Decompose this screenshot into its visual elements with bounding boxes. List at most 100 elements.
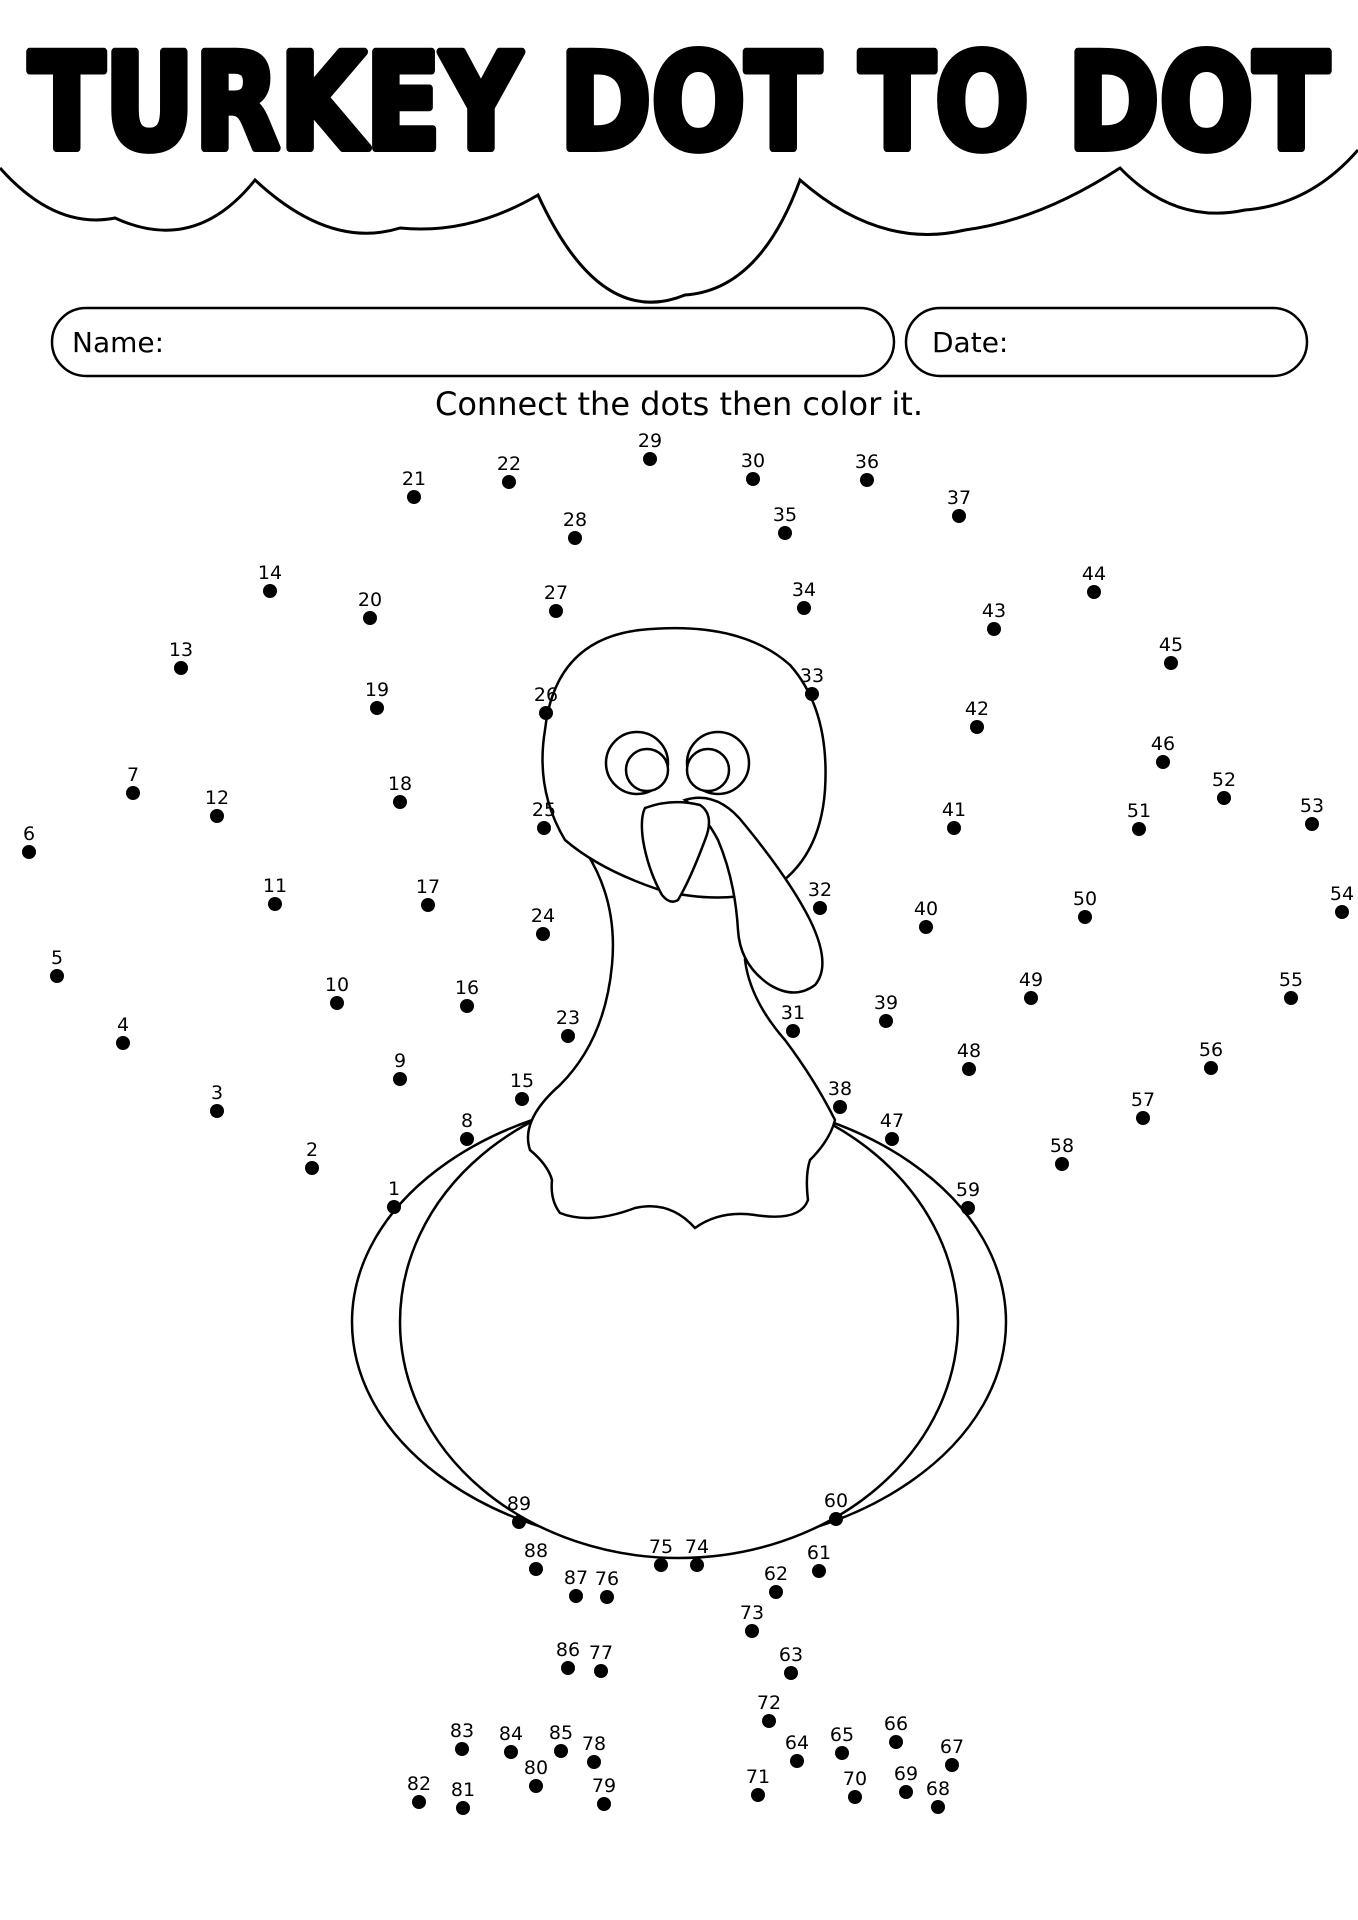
dot-label-44: 44 [1082, 563, 1106, 585]
dot-24 [536, 927, 550, 941]
dot-label-42: 42 [965, 698, 989, 720]
dot-4 [116, 1036, 130, 1050]
dot-label-66: 66 [884, 1713, 908, 1735]
cloud-banner [0, 149, 1358, 304]
dot-label-82: 82 [407, 1773, 431, 1795]
dot-label-15: 15 [510, 1070, 534, 1092]
dot-label-79: 79 [592, 1775, 616, 1797]
dot-label-48: 48 [957, 1040, 981, 1062]
dot-88 [529, 1562, 543, 1576]
date-field[interactable] [904, 306, 1309, 378]
dot-label-70: 70 [843, 1768, 867, 1790]
dot-label-85: 85 [549, 1722, 573, 1744]
dot-label-51: 51 [1127, 800, 1151, 822]
dot-2 [305, 1161, 319, 1175]
turkey-head [541, 626, 827, 899]
dot-77 [594, 1664, 608, 1678]
dot-58 [1055, 1157, 1069, 1171]
dot-3 [210, 1104, 224, 1118]
dot-82 [412, 1795, 426, 1809]
dot-26 [539, 706, 553, 720]
dot-label-36: 36 [855, 451, 879, 473]
dot-47 [885, 1132, 899, 1146]
dot-13 [174, 661, 188, 675]
dot-label-3: 3 [211, 1082, 223, 1104]
dot-20 [363, 611, 377, 625]
date-label: Date: [932, 326, 1008, 359]
dot-label-13: 13 [169, 639, 193, 661]
dot-label-88: 88 [524, 1540, 548, 1562]
dot-label-45: 45 [1159, 634, 1183, 656]
dot-78 [587, 1755, 601, 1769]
dot-label-12: 12 [205, 787, 229, 809]
dot-label-10: 10 [325, 974, 349, 996]
dot-label-59: 59 [956, 1179, 980, 1201]
dot-label-68: 68 [926, 1778, 950, 1800]
dot-52 [1217, 791, 1231, 805]
left-eye-inner [624, 747, 670, 793]
dot-label-30: 30 [741, 450, 765, 472]
dot-label-23: 23 [556, 1007, 580, 1029]
dot-34 [797, 601, 811, 615]
dot-74 [690, 1558, 704, 1572]
dot-label-52: 52 [1212, 769, 1236, 791]
dot-label-31: 31 [781, 1002, 805, 1024]
dot-label-57: 57 [1131, 1089, 1155, 1111]
dot-label-46: 46 [1151, 733, 1175, 755]
dot-23 [561, 1029, 575, 1043]
dot-label-5: 5 [51, 947, 63, 969]
dot-label-43: 43 [982, 600, 1006, 622]
dot-label-28: 28 [563, 509, 587, 531]
dot-87 [569, 1589, 583, 1603]
dot-label-87: 87 [564, 1567, 588, 1589]
dot-79 [597, 1797, 611, 1811]
dot-73 [745, 1624, 759, 1638]
dot-54 [1335, 905, 1349, 919]
dot-label-17: 17 [416, 876, 440, 898]
dot-80 [529, 1779, 543, 1793]
dot-label-78: 78 [582, 1733, 606, 1755]
dot-label-7: 7 [127, 764, 139, 786]
dot-label-71: 71 [746, 1766, 770, 1788]
dot-31 [786, 1024, 800, 1038]
dot-59 [961, 1201, 975, 1215]
dot-61 [812, 1564, 826, 1578]
dot-50 [1078, 910, 1092, 924]
dot-label-74: 74 [685, 1536, 709, 1558]
dot-label-49: 49 [1019, 969, 1043, 991]
dot-label-25: 25 [532, 799, 556, 821]
dot-46 [1156, 755, 1170, 769]
dot-15 [515, 1092, 529, 1106]
dot-label-29: 29 [638, 430, 662, 452]
dot-37 [952, 509, 966, 523]
dot-label-54: 54 [1330, 883, 1354, 905]
dot-62 [769, 1585, 783, 1599]
dot-81 [456, 1801, 470, 1815]
turkey-beak [640, 800, 711, 903]
dot-7 [126, 786, 140, 800]
dot-label-24: 24 [531, 905, 555, 927]
name-label: Name: [72, 326, 164, 359]
dot-41 [947, 821, 961, 835]
dot-60 [829, 1512, 843, 1526]
dot-label-64: 64 [785, 1732, 809, 1754]
dot-label-41: 41 [942, 799, 966, 821]
dot-label-26: 26 [534, 684, 558, 706]
dot-16 [460, 999, 474, 1013]
dot-29 [643, 452, 657, 466]
name-field[interactable] [50, 306, 896, 378]
dot-27 [549, 604, 563, 618]
dot-label-11: 11 [263, 875, 287, 897]
dot-25 [537, 821, 551, 835]
dot-43 [987, 622, 1001, 636]
dot-86 [561, 1661, 575, 1675]
dot-label-14: 14 [258, 562, 282, 584]
dot-32 [813, 901, 827, 915]
dot-label-47: 47 [880, 1110, 904, 1132]
dot-45 [1164, 656, 1178, 670]
dot-68 [931, 1800, 945, 1814]
dot-57 [1136, 1111, 1150, 1125]
dot-label-62: 62 [764, 1563, 788, 1585]
dot-label-4: 4 [117, 1014, 129, 1036]
dot-label-83: 83 [450, 1720, 474, 1742]
